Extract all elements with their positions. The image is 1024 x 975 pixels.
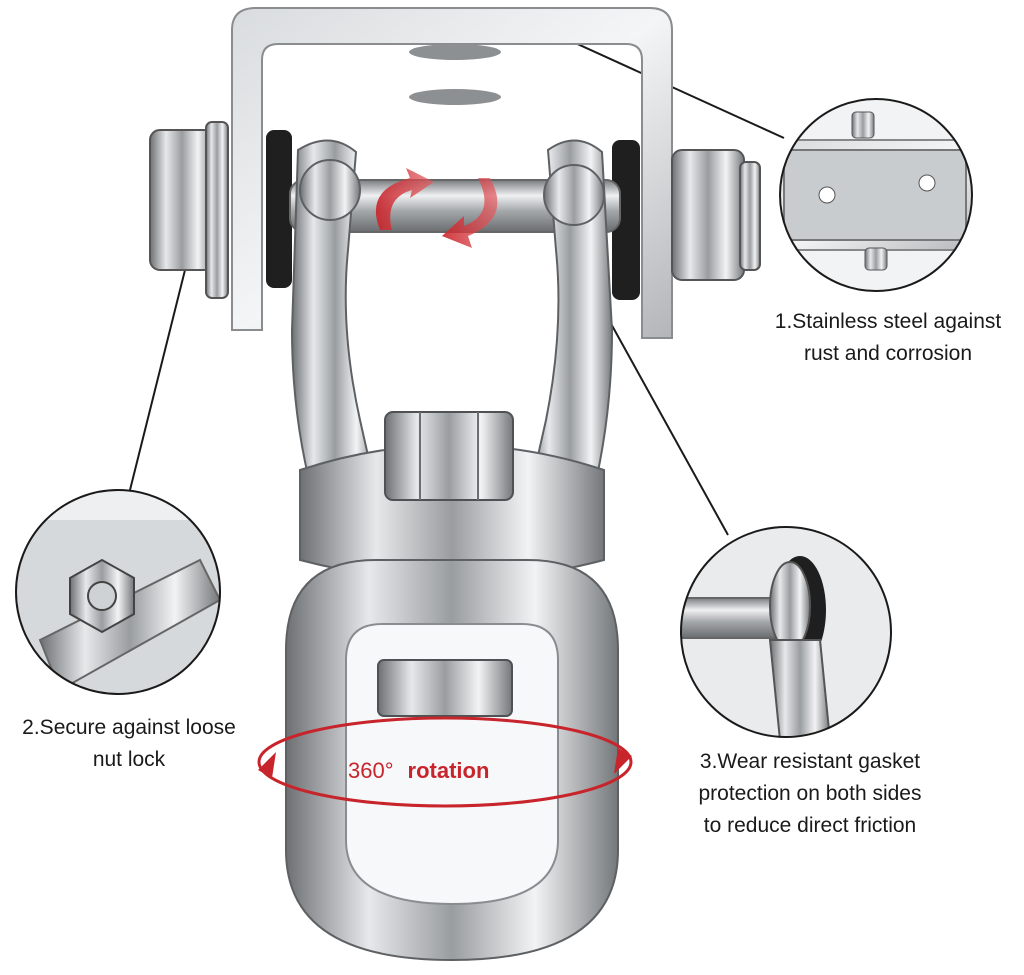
- callout-3-line2: protection on both sides: [698, 782, 922, 805]
- left-nut: [149, 121, 292, 299]
- callout-2-line2: nut lock: [92, 748, 166, 771]
- callout-3-line3: to reduce direct friction: [703, 814, 917, 837]
- callout-2-line1: 2.Secure against loose: [22, 716, 236, 739]
- swivel-yoke: [290, 139, 614, 581]
- detail-gasket: [680, 526, 892, 738]
- swivel-ring: [285, 559, 619, 962]
- callout-1-caption: 1.Stainless steel against rust and corro…: [752, 306, 1024, 370]
- callout-3-caption: 3.Wear resistant gasket protection on bo…: [660, 746, 960, 842]
- detail-nut-lock: [15, 489, 221, 695]
- right-nut: [612, 140, 761, 300]
- pin-rotation-arrows-icon: [375, 168, 498, 248]
- rotation-word: rotation: [407, 758, 490, 783]
- callout-1-line2: rust and corrosion: [803, 342, 973, 365]
- detail-stainless-bracket: [779, 98, 973, 292]
- mounting-bracket: [231, 7, 673, 339]
- rotation-ellipse-icon: [257, 716, 633, 808]
- center-hex-nut: [384, 411, 514, 501]
- rotation-label: 360° rotation: [348, 755, 489, 787]
- callout-3-line1: 3.Wear resistant gasket: [699, 750, 921, 773]
- rotation-degrees: 360°: [348, 758, 394, 783]
- callout-2-caption: 2.Secure against loose nut lock: [0, 712, 258, 776]
- callout-1-line1: 1.Stainless steel against: [774, 310, 1002, 333]
